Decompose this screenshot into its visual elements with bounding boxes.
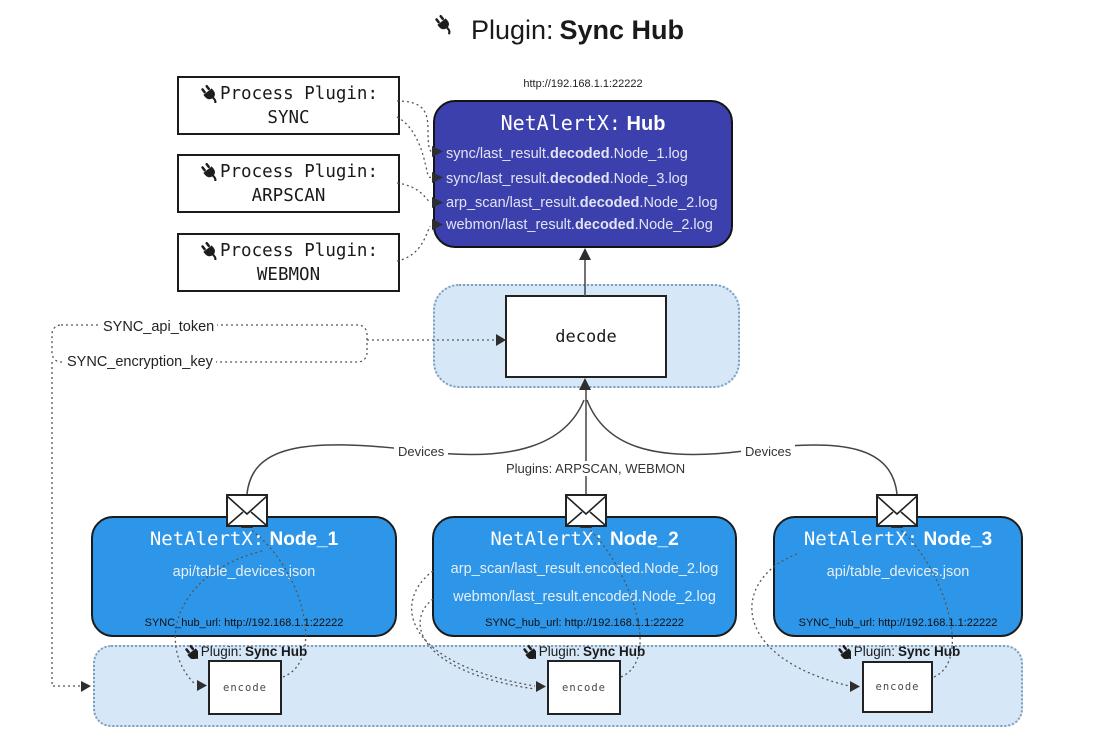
process-plugin-sync: Process Plugin: SYNC xyxy=(177,76,400,135)
node-hub-url: SYNC_hub_url: http://192.168.1.1:22222 xyxy=(144,617,344,629)
encode-plugin-label-3: Plugin: Sync Hub xyxy=(813,644,983,659)
edge-sync-to-log2 xyxy=(396,116,432,179)
edge-label-devices-right: Devices xyxy=(741,444,796,459)
plug-icon xyxy=(183,644,198,659)
plug-icon xyxy=(521,644,536,659)
node-title: NetAlertX: Node_1 xyxy=(149,528,339,550)
page-title: Plugin: Sync Hub xyxy=(0,14,1117,46)
process-plugin-arpscan: Process Plugin: ARPSCAN xyxy=(177,154,400,213)
node-file-line: api/table_devices.json xyxy=(826,564,970,580)
plug-icon xyxy=(199,241,218,260)
page-title-prefix: Plugin: xyxy=(470,14,554,45)
plug-icon xyxy=(199,162,218,181)
encode-plugin-label-1: Plugin: Sync Hub xyxy=(160,644,330,659)
hub-log-line: sync/last_result.decoded.Node_1.log xyxy=(446,146,688,162)
edge-label-plugins-center: Plugins: ARPSCAN, WEBMON xyxy=(502,461,690,476)
encode-box-1: encode xyxy=(208,660,282,715)
process-plugin-label: Process Plugin: xyxy=(219,161,379,182)
node-title: NetAlertX: Node_2 xyxy=(490,528,679,550)
edge-webmon-to-log4 xyxy=(396,225,431,262)
node-1-box: NetAlertX: Node_1 api/table_devices.json… xyxy=(91,516,397,637)
edge-key-to-encode-panel xyxy=(51,362,80,687)
hub-log-line: webmon/last_result.decoded.Node_2.log xyxy=(446,217,713,233)
hub-log-line: sync/last_result.decoded.Node_3.log xyxy=(446,171,688,187)
hub-url: http://192.168.1.1:22222 xyxy=(523,78,643,90)
hub-title: NetAlertX: Hub xyxy=(435,111,731,136)
hub-title-prefix: NetAlertX: xyxy=(500,111,621,135)
arrow-up-into-hub xyxy=(579,248,591,260)
node-file-line: api/table_devices.json xyxy=(172,564,316,580)
plug-icon xyxy=(836,644,851,659)
process-plugin-name: WEBMON xyxy=(256,264,321,285)
node-files: api/table_devices.json xyxy=(775,559,1021,586)
encode-plugin-label-2: Plugin: Sync Hub xyxy=(498,644,668,659)
hub-box: NetAlertX: Hub sync/last_result.decoded.… xyxy=(433,100,733,248)
node-files: api/table_devices.json xyxy=(93,559,395,586)
process-plugin-webmon: Process Plugin: WEBMON xyxy=(177,233,400,292)
encode-box-3: encode xyxy=(862,661,933,713)
encode-box-2: encode xyxy=(547,660,621,715)
setting-api-token-label: SYNC_api_token xyxy=(100,319,218,335)
node-3-box: NetAlertX: Node_3 api/table_devices.json… xyxy=(773,516,1023,637)
node-hub-url: SYNC_hub_url: http://192.168.1.1:22222 xyxy=(798,617,998,629)
decode-box: decode xyxy=(505,295,667,378)
hub-title-name: Hub xyxy=(626,113,666,135)
node-title: NetAlertX: Node_3 xyxy=(803,528,993,550)
process-plugin-name: SYNC xyxy=(267,107,310,128)
node-file-line: arp_scan/last_result.encoded.Node_2.log xyxy=(450,561,719,577)
plug-icon xyxy=(199,84,218,103)
arrow-key-into-encode-panel xyxy=(81,681,91,692)
plug-icon xyxy=(433,14,456,37)
node-2-box: NetAlertX: Node_2 arp_scan/last_result.e… xyxy=(432,516,737,637)
edge-arpscan-to-log3 xyxy=(396,182,431,203)
node-files: arp_scan/last_result.encoded.Node_2.log … xyxy=(434,555,735,611)
edge-label-devices-left: Devices xyxy=(394,444,449,459)
setting-encryption-key-label: SYNC_encryption_key xyxy=(64,354,216,370)
process-plugin-name: ARPSCAN xyxy=(251,185,326,206)
node-hub-url: SYNC_hub_url: http://192.168.1.1:22222 xyxy=(485,617,684,629)
page-title-name: Sync Hub xyxy=(559,14,685,45)
edge-sync-to-log1 xyxy=(396,100,432,152)
hub-log-line: arp_scan/last_result.decoded.Node_2.log xyxy=(446,195,718,211)
process-plugin-label: Process Plugin: xyxy=(219,83,379,104)
node-file-line: webmon/last_result.encoded.Node_2.log xyxy=(453,589,716,605)
process-plugin-label: Process Plugin: xyxy=(219,240,379,261)
hub-log-list: sync/last_result.decoded.Node_1.log sync… xyxy=(435,142,731,236)
